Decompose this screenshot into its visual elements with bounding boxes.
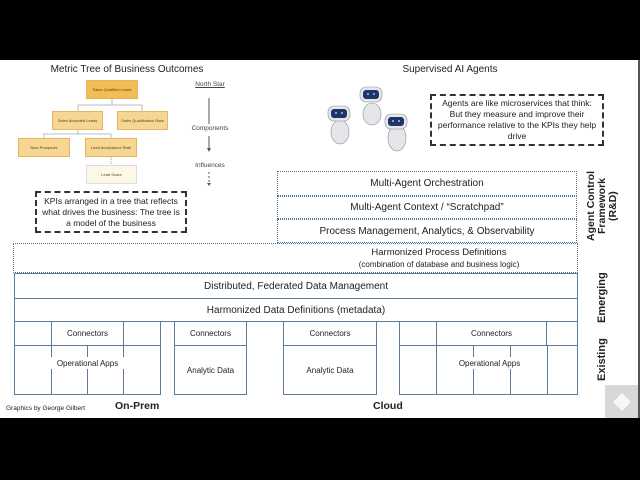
slide: Metric Tree of Business Outcomes Sales Q… [0, 60, 640, 418]
legend-influences: Influences [195, 162, 225, 169]
legend-components: Components [191, 125, 229, 132]
existing-label: Existing [596, 338, 608, 382]
agents-callout: Agents are like microservices that think… [430, 94, 604, 146]
onprem-analytic-data: Connectors Analytic Data [174, 321, 247, 395]
tree-node-root: Sales Qualified Leads [86, 80, 138, 99]
agents-title: Supervised AI Agents [402, 64, 498, 75]
tree-node: Lead Acceptance Rate [85, 138, 137, 157]
tree-node: Lead Score [86, 165, 137, 184]
connectors-label: Connectors [51, 321, 124, 346]
credit: Graphics by George Gilbert [6, 405, 86, 412]
layer-data-definitions: Harmonized Data Definitions (metadata) [14, 298, 578, 322]
process-definitions-subtitle: (combination of database and business lo… [358, 260, 520, 269]
onprem-operational-apps: Connectors Operational Apps [14, 321, 161, 395]
operational-apps-label: Operational Apps [44, 357, 131, 369]
tree-node: New Prospects [18, 138, 70, 157]
tree-node: Sales Qualification Rate [117, 111, 168, 130]
cloud-operational-apps: Connectors Operational Apps [399, 321, 578, 395]
connectors-label: Connectors [283, 321, 377, 346]
layer-process-management: Process Management, Analytics, & Observa… [277, 219, 577, 243]
connectors-label: Connectors [174, 321, 247, 346]
metric-tree-title: Metric Tree of Business Outcomes [50, 64, 204, 75]
tree-connectors [43, 98, 211, 186]
operational-apps-label: Operational Apps [447, 357, 532, 369]
layer-orchestration: Multi-Agent Orchestration [277, 171, 577, 196]
cloud-analytic-data: Connectors Analytic Data [283, 321, 377, 395]
robot-agents-icon [327, 86, 408, 152]
process-definitions-title: Harmonized Process Definitions [371, 247, 507, 258]
kpi-callout: KPIs arranged in a tree that reflects wh… [35, 191, 187, 233]
layer-context: Multi-Agent Context / “Scratchpad” [277, 196, 577, 219]
analytic-data-label: Analytic Data [174, 345, 247, 395]
legend-north-star: North Star [195, 81, 225, 88]
layer-process-definitions: Harmonized Process Definitions (combinat… [13, 243, 578, 273]
on-prem-label: On-Prem [115, 400, 160, 412]
logo-icon [605, 385, 638, 418]
tree-node: Sales Accepted Leads [52, 111, 103, 130]
connectors-label: Connectors [436, 321, 547, 346]
emerging-label: Emerging [596, 272, 608, 324]
agent-control-label: Agent Control Framework (R&D) [585, 171, 619, 241]
analytic-data-label: Analytic Data [283, 345, 377, 395]
cloud-label: Cloud [373, 400, 403, 412]
layer-data-management: Distributed, Federated Data Management [14, 273, 578, 299]
